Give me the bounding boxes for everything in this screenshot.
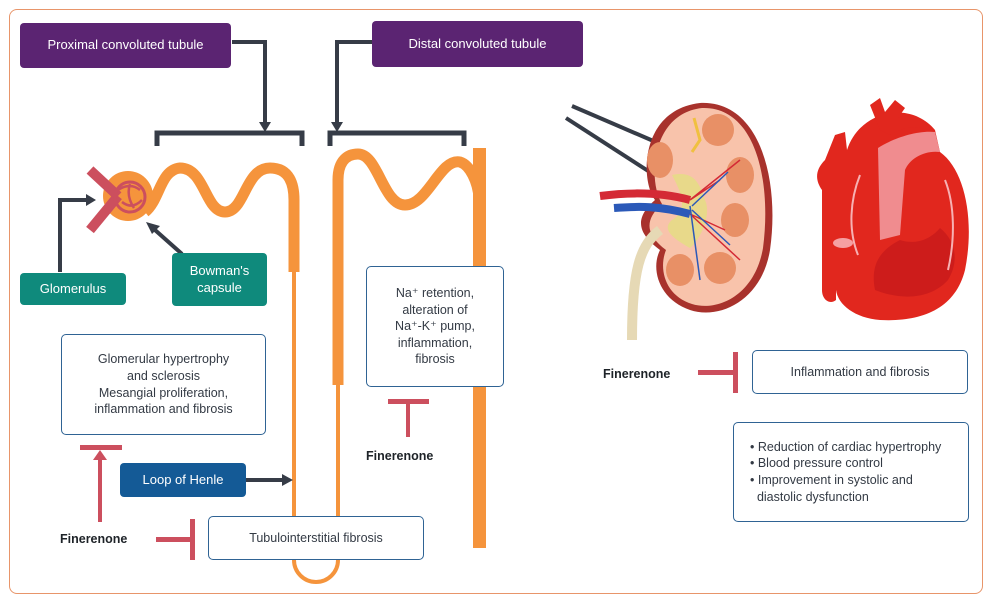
- distal-tubule-label-text: Distal convoluted tubule: [408, 35, 547, 51]
- box-line: Inflammation and fibrosis: [790, 364, 930, 379]
- box-line: fibrosis: [415, 352, 455, 367]
- diagram-frame: [9, 9, 983, 594]
- box-line: Na⁺ retention,: [395, 285, 475, 300]
- proximal-bracket: [154, 130, 305, 146]
- bowmans-capsule-label-line: capsule: [197, 279, 242, 295]
- glomerulus-label-text: Glomerulus: [39, 280, 107, 296]
- inhibition-icon: [388, 399, 429, 437]
- proximal-arrow-head: [259, 122, 271, 132]
- box-line: inflammation and fibrosis: [94, 402, 233, 417]
- proximal-arrow: [232, 40, 267, 124]
- loop-of-henle-label: Loop of Henle: [120, 463, 246, 497]
- box-line: and sclerosis: [127, 368, 200, 383]
- box-line: Na⁺-K⁺ pump,: [395, 319, 475, 334]
- glomerulus-icon: [86, 166, 147, 234]
- box-line: Glomerular hypertrophy: [97, 352, 230, 367]
- finerenone-label-organ: Finerenone: [603, 367, 671, 381]
- bowman-arrow: [153, 228, 184, 256]
- heart-illustration: [817, 98, 969, 321]
- bowmans-capsule-label-line: Bowman's: [189, 263, 250, 279]
- inhibition-icon: [698, 352, 738, 393]
- loop-of-henle-label-text: Loop of Henle: [142, 471, 224, 487]
- loop-arrow-head: [282, 474, 293, 486]
- distal-arrow-head: [331, 122, 343, 132]
- distal-arrow: [335, 40, 372, 124]
- inhibition-icon: [156, 519, 195, 560]
- box-line: inflammation,: [397, 335, 473, 350]
- kidney-pointer: [564, 116, 658, 178]
- tubulointerstitial-fibrosis-box: Tubulointerstitial fibrosis: [208, 516, 424, 560]
- loop-of-henle: [292, 272, 340, 584]
- kidney-pointer: [571, 104, 666, 148]
- inhibition-icon: [80, 445, 122, 522]
- box-line: Tubulointerstitial fibrosis: [249, 530, 383, 545]
- kidney-illustration: [599, 102, 773, 341]
- bowmans-capsule-label: Bowman's capsule: [172, 253, 267, 306]
- bullet-item: • Improvement in systolic and: [750, 473, 913, 487]
- glomerulus-label: Glomerulus: [20, 273, 126, 305]
- finerenone-label-distal: Finerenone: [366, 449, 434, 463]
- bullet-item: diastolic dysfunction: [750, 489, 869, 504]
- bowman-arrow-head: [146, 222, 160, 234]
- bullet-item: • Reduction of cardiac hypertrophy: [750, 439, 942, 454]
- proximal-tubule: [141, 162, 300, 272]
- box-line: alteration of: [402, 302, 468, 317]
- distal-bracket: [327, 130, 467, 146]
- proximal-tubule-label: Proximal convoluted tubule: [20, 23, 231, 68]
- finerenone-label-glomerular: Finerenone: [60, 532, 128, 546]
- distal-effects-box: Na⁺ retention, alteration of Na⁺-K⁺ pump…: [366, 266, 504, 387]
- inflammation-fibrosis-box: Inflammation and fibrosis: [752, 350, 968, 394]
- glomerular-effects-box: Glomerular hypertrophy and sclerosis Mes…: [61, 334, 266, 435]
- glomerulus-arrow-head: [86, 194, 96, 206]
- distal-tubule-label: Distal convoluted tubule: [372, 21, 583, 67]
- distal-tubule: [332, 148, 485, 385]
- glomerulus-arrow: [58, 198, 88, 272]
- box-line: Mesangial proliferation,: [98, 385, 229, 400]
- bullet-item: • Blood pressure control: [750, 456, 883, 471]
- proximal-tubule-label-text: Proximal convoluted tubule: [47, 37, 204, 53]
- cardiac-benefits-box: • Reduction of cardiac hypertrophy • Blo…: [733, 422, 969, 522]
